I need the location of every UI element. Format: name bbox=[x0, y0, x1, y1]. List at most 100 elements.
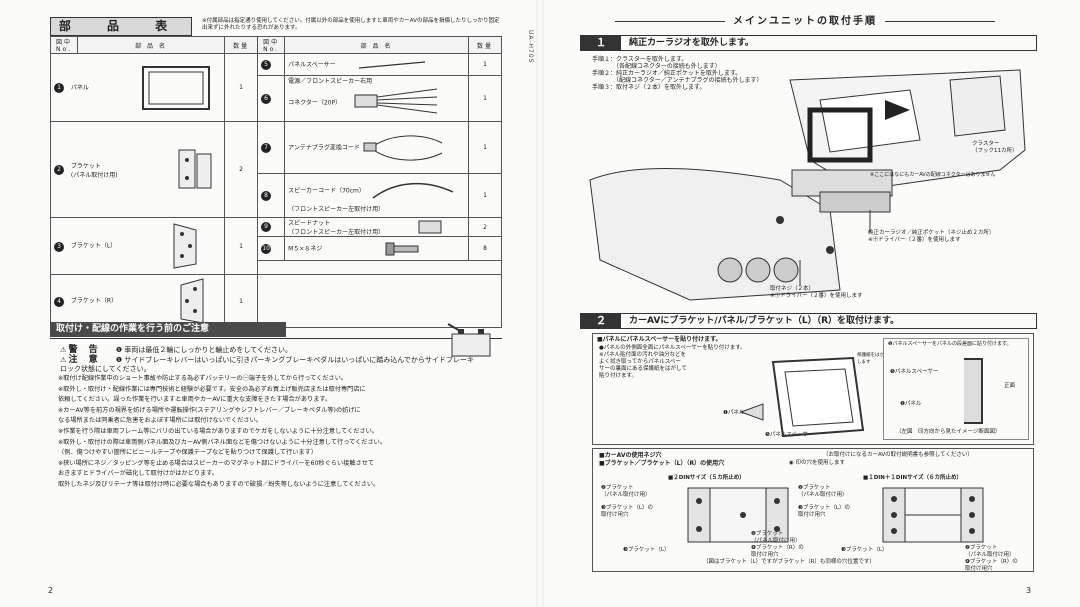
caution-note-line: ※取外し・取付け・配線作業には専門技術と経験が必要です。安全の為必ずお買上げ販売… bbox=[58, 385, 366, 393]
part-num-cell: 7 bbox=[257, 121, 286, 174]
part-qty: 8 bbox=[468, 236, 502, 261]
step-number: １ bbox=[581, 36, 621, 50]
speed-nut-illustration bbox=[418, 220, 442, 234]
caution-note-line: ※取付け配線作業中のショート事故や防止する為必ずバッテリーの㊀端子を外してから行… bbox=[58, 375, 348, 382]
callout-cluster: クラスター （フック11カ所） bbox=[972, 141, 1018, 154]
spacer-line: よく拭き取ってからパネルスペー bbox=[599, 359, 681, 365]
callout-connector: ※ここにはなにもカーAVの配線コネクターはありません bbox=[870, 172, 996, 178]
step-1-line: （各配線コネクターの接続も外します） bbox=[592, 63, 721, 70]
header-qty-2: 数量 bbox=[468, 36, 502, 54]
label-bracket-r-hole-2: ❷ブラケット （パネル取付け用） ❹ブラケット（R）の 取付け用穴 bbox=[965, 545, 1018, 572]
label-front: 正面 bbox=[1004, 383, 1016, 389]
antenna-cord-illustration bbox=[363, 134, 442, 161]
speaker-cord-illustration bbox=[372, 182, 454, 199]
part-number-badge: 8 bbox=[261, 190, 272, 201]
holes-heading-2: ■ブラケット／ブラケット（L）（R）の使用穴 bbox=[599, 460, 725, 467]
part-cell-3: 3 ブラケット（L） bbox=[49, 217, 226, 275]
parts-list-title: 部 品 表 bbox=[50, 17, 192, 36]
part-cell-1: 1 パネル bbox=[49, 53, 226, 122]
part-number-badge: 4 bbox=[54, 296, 64, 307]
part-name: アンテナプラグ変換コード bbox=[288, 144, 360, 151]
part-name: 電源／フロントスピーカー右用 コネクター（20P） bbox=[288, 78, 373, 107]
part-cell-8: スピーカーコード（70cm） （フロントスピーカー左取付け用） bbox=[284, 173, 469, 218]
callout-radio: 純正カーラジオ／純正ポケット（ネジ止め２カ所） ※㊉ドライバー（２番）を使用しま… bbox=[868, 230, 995, 243]
parts-note: ※付属部品は指定通り使用してください。付属以外の部品を使用しますと車両やカーAV… bbox=[202, 18, 500, 31]
part-number-badge: 5 bbox=[261, 59, 272, 70]
model-spine: UA-H70S bbox=[527, 30, 534, 64]
step-number: ２ bbox=[581, 314, 621, 328]
screw-illustration bbox=[385, 242, 419, 255]
part-cell-10: M５×８ネジ bbox=[284, 236, 469, 261]
part-name: ブラケット (パネル取付け用) bbox=[70, 162, 118, 179]
spacer-line: ※パネル貼付面の汚れや油分などを bbox=[599, 352, 687, 358]
part-name: パネル bbox=[70, 84, 89, 91]
part-cell-4: 4 ブラケット（R） bbox=[49, 274, 226, 328]
spacer-line: サーの裏面にある保護紙をはがして bbox=[599, 366, 687, 372]
din1-title: ■１DIN＋１DINサイズ（６カ所止め） bbox=[863, 475, 962, 481]
step-title: 純正カーラジオを取外します。 bbox=[629, 38, 754, 48]
bracket-r-illustration bbox=[180, 278, 204, 324]
warning-label: 警 告 bbox=[68, 345, 102, 355]
header-qty: 数量 bbox=[224, 36, 259, 54]
part-number-badge: 6 bbox=[261, 93, 272, 104]
part-qty: 1 bbox=[224, 217, 259, 275]
label-bracket-l-hole: ❸ブラケット（L）の 取付け用穴 bbox=[601, 505, 653, 518]
label-spacer-side: ❺パネルスペーサー bbox=[890, 369, 939, 375]
step-1-line: 手順３：取付ネジ（２本）を取外します。 bbox=[592, 84, 706, 91]
label-bracket-panel: ❷ブラケット （パネル取付け用） bbox=[601, 485, 651, 498]
spacer-heading: ■パネルにパネルスペーサーを貼り付けます。 bbox=[597, 336, 722, 343]
divider bbox=[50, 338, 502, 339]
caution-label: 注 意 bbox=[68, 355, 102, 365]
caution-note-line: ※狭い場所にネジ／タッピング等を止める場合はスピーカーのマグネット部にドライバー… bbox=[58, 459, 375, 467]
connector-illustration bbox=[354, 88, 438, 114]
part-qty: 1 bbox=[468, 75, 502, 122]
part-name: パネルスペーサー bbox=[288, 61, 336, 68]
caution-note-line: （例．傷つけやすい箇所にビニールテープや保護テープなどを貼りつけて保護して行いま… bbox=[58, 449, 318, 457]
caution-note-line: なる場所または同乗者に危害をおよぼす場所には取付けないでください。 bbox=[58, 417, 262, 425]
part-cell-6: 電源／フロントスピーカー右用 コネクター（20P） bbox=[284, 75, 469, 122]
mounting-holes-section: ■カーAVの使用ネジ穴 ■ブラケット／ブラケット（L）（R）の使用穴 （お取付け… bbox=[592, 448, 1034, 572]
caution-note-line: ※取外し・取付けの際は車両側パネル面及びカーAV側パネル面などを傷つけないように… bbox=[58, 438, 387, 446]
caution-note-line: ※作業を行う際は車両フレーム等にバリの出ている場合がありますのでケガをしないよう… bbox=[58, 427, 379, 435]
side-view-caption: （左図 印方向から見たイメージ断面図） bbox=[896, 429, 1001, 435]
spacer-illustration bbox=[359, 60, 426, 69]
part-number-badge: 10 bbox=[261, 243, 272, 254]
bracket-illustration bbox=[178, 149, 212, 188]
part-qty: 1 bbox=[468, 53, 502, 76]
part-number-badge: 9 bbox=[261, 222, 272, 232]
part-num-cell: 5 bbox=[257, 53, 286, 76]
part-cell-5: パネルスペーサー bbox=[284, 53, 469, 76]
caution-text: サイドブレーキレバーはいっぱいに引きパーキングブレーキペダルはいっぱいに踏み込ん… bbox=[60, 356, 474, 373]
part-cell-2: 2 ブラケット (パネル取付け用) bbox=[49, 121, 226, 218]
spacer-line: 貼り付けます。 bbox=[599, 373, 637, 379]
part-qty: 2 bbox=[468, 217, 502, 237]
caution-note-line: おきますとドライバーが磁化して取付けがはかどります。 bbox=[58, 470, 218, 478]
header-num: 図中No. bbox=[50, 36, 78, 54]
header-name: 部 品 名 bbox=[76, 36, 226, 54]
part-name: スピーカーコード（70cm） bbox=[288, 187, 365, 195]
caution-title: 取付け・配線の作業を行う前のご注意 bbox=[50, 322, 286, 337]
right-page: メインユニットの取付手順 １ 純正カーラジオを取外します。 手順１：クラスターを… bbox=[540, 0, 1080, 607]
part-cell-7: アンテナプラグ変換コード bbox=[284, 121, 469, 174]
label-bracket-l-hole-2: ❸ブラケット（L）の 取付け用穴 bbox=[798, 505, 850, 518]
page-title: メインユニットの取付手順 bbox=[580, 12, 1030, 27]
caution-note-line: 取外したネジ及びリテーナ等は取付け時に必要な場合もありますので破損／紛失等しない… bbox=[58, 480, 380, 488]
caution-note-line: 依頼してください。誤った作業を行いますと車両やカーAVに重大な支障をきたす場合が… bbox=[58, 396, 332, 404]
header-num-2: 図中No. bbox=[257, 36, 286, 54]
page-gutter bbox=[536, 0, 544, 607]
dashboard-illustration bbox=[589, 69, 1026, 301]
spacer-section: ■パネルにパネルスペーサーを貼り付けます。 ●パネルの外側面全面にパネルスペーサ… bbox=[592, 333, 1034, 445]
step-1-instructions: 手順１：クラスターを取外します。 （各配線コネクターの接続も外します）手順２：純… bbox=[592, 56, 822, 91]
part-number-badge: 1 bbox=[54, 83, 64, 93]
holes-note: （お取付けになるカーAVの取付説明書も参照してください） bbox=[823, 452, 973, 458]
part-num-cell: 6 bbox=[257, 75, 286, 122]
din1-diagram bbox=[882, 487, 984, 543]
diagram-note: （図はブラケット（L）ですがブラケット（R）も同様の穴位置です） bbox=[703, 559, 875, 565]
part-qty: 2 bbox=[224, 121, 259, 218]
cross-section-box: ❺パネルスペーサーをパネルの段差面に貼り付けます。 ❺パネルスペーサー ❶パネル… bbox=[883, 338, 1029, 440]
spacer-instructions: ●パネルの外側面全面にパネルスペーサーを貼り付けます。※パネル貼付面の汚れや油分… bbox=[599, 345, 779, 380]
label-bracket-l-2: ❸ブラケット（L） bbox=[841, 547, 888, 553]
label-panel-side: ❶パネル bbox=[900, 401, 922, 407]
left-page: 部 品 表 ※付属部品は指定通り使用してください。付属以外の部品を使用しますと車… bbox=[48, 17, 534, 595]
part-number-badge: 3 bbox=[54, 241, 64, 252]
